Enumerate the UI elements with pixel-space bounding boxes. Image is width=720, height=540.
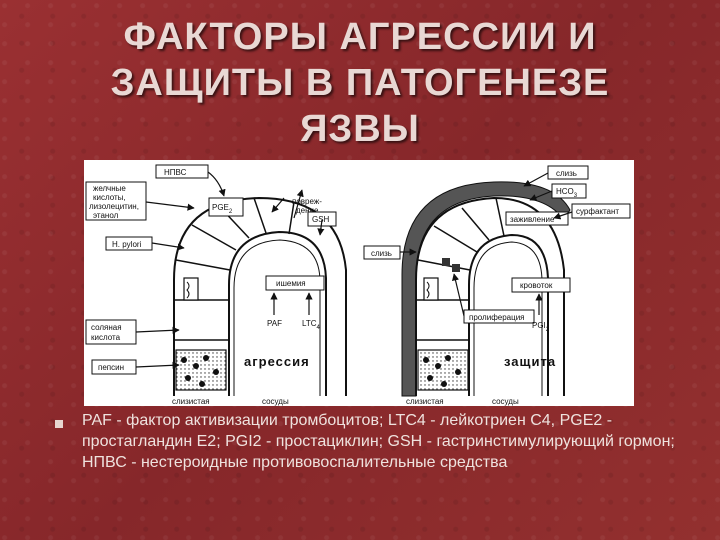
surfactant-box: сурфактант [571,203,631,219]
protection-panel: слизь HCO3 заживление сурфактант слизь к… [363,165,631,406]
right-vessels-label: сосуды [492,397,519,406]
npvs-box: НПВС [155,164,209,179]
ischemia-box: ишемия [265,275,325,291]
aggression-panel: НПВС желчные кислоты, лизолецитин, этано… [85,164,347,406]
gsh-label: GSH [312,215,330,224]
bullet-marker [55,420,63,428]
npvs-label: НПВС [164,168,187,177]
diagram-svg: НПВС желчные кислоты, лизолецитин, этано… [85,164,631,406]
right-wall-outer [415,196,565,396]
bloodflow-box: кровоток [511,277,571,293]
proliferation-label: пролиферация [469,313,525,322]
aggression-title: агрессия [244,354,310,369]
left-wall-inner [228,230,327,396]
paf-label: PAF [267,319,282,328]
left-vessel-wall [233,239,321,396]
mucus-top-box: слизь [547,165,589,180]
pgi2-label: PGI2 [532,321,550,333]
hco3-label: HCO3 [556,187,578,199]
bile-label-1: желчные [93,184,126,193]
bile-label-3: лизолецитин, [89,202,139,211]
proliferation-box: пролиферация [463,309,535,324]
title-line-1: ФАКТОРЫ АГРЕССИИ И [123,16,597,58]
protection-arrows [400,172,573,317]
healing-label: заживление [510,215,555,224]
surfactant-label: сурфактант [576,207,619,216]
abbreviations-caption: PAF - фактор активизации тромбоцитов; LT… [82,412,675,471]
bile-box: желчные кислоты, лизолецитин, этанол [85,181,147,221]
damage-label-1: повреж- [292,197,322,206]
title-line-2: ЗАЩИТЫ В ПАТОГЕНЕЗЕ [110,62,610,104]
bile-label-2: кислоты, [93,193,126,202]
aggression-arrows [135,171,325,369]
right-mucosa-label: слизистая [406,397,444,406]
pge2-label: PGE2 [212,203,233,215]
title-line-3: ЯЗВЫ [300,108,420,150]
right-mucus-layer [401,181,571,397]
pylori-label: H. pylori [112,240,142,249]
bile-label-4: этанол [93,211,119,220]
mucus-top-label: слизь [556,169,577,178]
left-mucosa-label: слизистая [172,397,210,406]
hcl-label-2: кислота [91,333,121,342]
ltc4-label: LTC4 [302,319,321,331]
pepsin-box: пепсин [91,359,137,375]
mucus-left-box: слизь [363,245,401,260]
hco3-box: HCO3 [551,183,587,199]
right-wall-inner [468,233,549,396]
right-vessel-wall [473,241,543,396]
pge2-box: PGE2 [208,197,244,217]
mucus-left-label: слизь [371,249,392,258]
pylori-box: H. pylori [105,236,153,251]
left-vessels-label: сосуды [262,397,289,406]
pathogenesis-diagram: НПВС желчные кислоты, лизолецитин, этано… [84,160,634,406]
protection-title: защита [504,354,556,369]
slide-title: ФАКТОРЫ АГРЕССИИ И ЗАЩИТЫ В ПАТОГЕНЕЗЕ Я… [60,14,660,152]
hcl-label-1: соляная [91,323,122,332]
damage-label-2: дение [296,206,319,215]
pepsin-label: пепсин [98,363,124,372]
bloodflow-label: кровоток [520,281,553,290]
ischemia-label: ишемия [276,279,306,288]
hcl-box: соляная кислота [85,319,137,345]
gsh-box: GSH [307,211,337,227]
healing-box: заживление [505,211,569,226]
